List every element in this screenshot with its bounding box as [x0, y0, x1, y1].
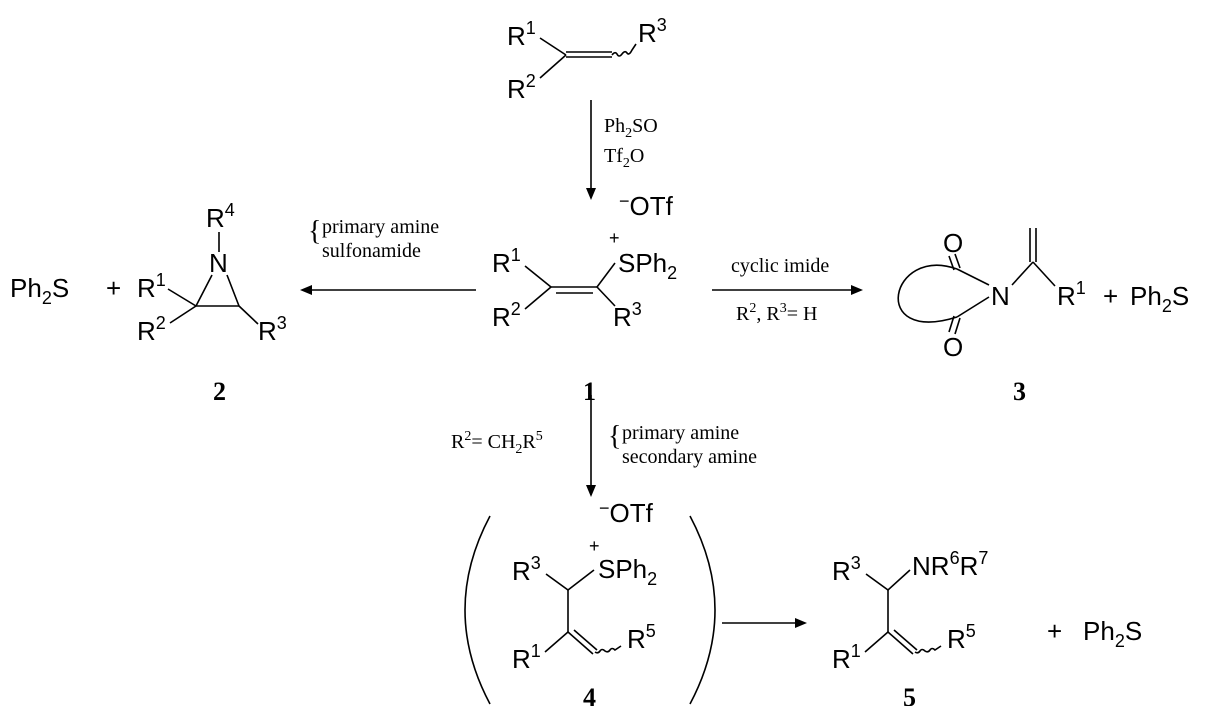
label-r3: R3: [512, 553, 541, 586]
label-r4: R4: [206, 200, 235, 233]
reagent-sulfonamide: sulfonamide: [322, 240, 421, 262]
reagent-cyclic-imide: cyclic imide: [731, 255, 829, 277]
bond: [887, 569, 911, 591]
condition-r2-r3-h: R2, R3= H: [736, 301, 817, 325]
label-r1: R1: [832, 641, 861, 674]
ph2s-byproduct: Ph2S: [10, 273, 69, 308]
wavy-bond: [611, 43, 637, 57]
label-r1: R1: [1057, 278, 1086, 311]
bond: [226, 274, 240, 307]
arrow-step1: Ph2SO Tf2O: [586, 100, 658, 200]
label-sph2: SPh2: [618, 248, 677, 283]
brace: {: [608, 421, 621, 452]
label-r2: R2: [137, 313, 166, 346]
compound-number-1: 1: [583, 377, 596, 406]
bond: [954, 253, 961, 269]
reagent-primary-amine: primary amine: [322, 216, 439, 238]
compound-number-3: 3: [1013, 377, 1026, 406]
wavy-bond: [914, 645, 942, 654]
bond: [956, 296, 990, 318]
bond: [545, 573, 569, 591]
label-r1: R1: [137, 270, 166, 303]
bond: [1011, 261, 1034, 286]
compound-3: O O N R1 + Ph2S 3: [897, 228, 1189, 406]
s-plus: +: [589, 536, 600, 556]
bond: [864, 631, 889, 653]
label-sph2: SPh2: [598, 554, 657, 589]
bracket-left: [464, 515, 491, 705]
compound-number-2: 2: [213, 377, 226, 406]
bond: [1032, 261, 1056, 287]
reagent-ph2so: Ph2SO: [604, 115, 658, 141]
bond: [238, 305, 259, 325]
bond: [887, 631, 914, 655]
compound-number-4: 4: [583, 683, 596, 706]
compound-2: Ph2S + R4 N R1 R2 R3 2: [10, 200, 287, 406]
reagent-primary-amine: primary amine: [622, 422, 739, 444]
label-r2: R2: [492, 299, 521, 332]
bond: [567, 569, 595, 591]
label-o-bottom: O: [943, 332, 963, 362]
label-r3: R3: [613, 299, 642, 332]
bond: [567, 631, 594, 655]
label-n: N: [209, 248, 228, 278]
condition-r2-ch2r5: R2= CH2R5: [451, 429, 543, 457]
reagent-secondary-amine: secondary amine: [622, 446, 757, 468]
arrow-right: cyclic imide R2, R3= H: [712, 255, 863, 325]
brace: {: [308, 216, 321, 247]
label-r1: R1: [512, 641, 541, 674]
label-n: N: [991, 281, 1010, 311]
starting-alkene: R1 R2 R3: [507, 15, 667, 104]
plus-sign: +: [1047, 616, 1062, 646]
s-plus: +: [609, 228, 620, 248]
otf-minus: −OTf: [599, 498, 654, 528]
bond: [524, 265, 552, 288]
plus-sign: +: [1103, 281, 1118, 311]
ph2s-byproduct: Ph2S: [1083, 616, 1142, 651]
bond: [167, 288, 197, 307]
ph2s-byproduct: Ph2S: [1130, 281, 1189, 316]
bond: [544, 631, 569, 653]
bond: [865, 573, 889, 591]
wavy-bond: [594, 645, 622, 654]
ring-arc: [897, 264, 958, 323]
label-o-top: O: [943, 228, 963, 258]
bond: [539, 37, 567, 56]
plus-sign: +: [106, 273, 121, 303]
bond: [596, 286, 616, 307]
label-r2: R2: [507, 71, 536, 104]
label-r5: R5: [627, 621, 656, 654]
bond: [956, 268, 990, 286]
label-r1: R1: [507, 18, 536, 51]
bond: [169, 305, 197, 324]
label-r5: R5: [947, 621, 976, 654]
arrow-left: { primary amine sulfonamide: [300, 216, 476, 295]
label-r3: R3: [832, 553, 861, 586]
compound-4: −OTf + SPh2 R3 R1 R5 4: [464, 498, 716, 706]
arrow-4-to-5: [722, 618, 807, 628]
otf-minus: −OTf: [619, 191, 674, 221]
label-nr6r7: NR6R7: [912, 548, 988, 581]
bond: [524, 286, 552, 310]
bond: [573, 629, 598, 651]
bond: [596, 262, 616, 288]
compound-5: R3 NR6R7 R1 R5 + Ph2S 5: [832, 548, 1142, 706]
bond: [954, 317, 961, 335]
compound-number-5: 5: [903, 683, 916, 706]
bond: [195, 274, 213, 307]
label-r3: R3: [258, 313, 287, 346]
bracket-right: [689, 515, 716, 705]
label-r1: R1: [492, 245, 521, 278]
bond: [539, 54, 567, 79]
label-r3: R3: [638, 15, 667, 48]
compound-1: −OTf + SPh2 R1 R2 R3 1: [492, 191, 677, 406]
reagent-tf2o: Tf2O: [604, 145, 644, 171]
arrow-step-down: R2= CH2R5 { primary amine secondary amin…: [451, 395, 757, 497]
bond: [893, 629, 918, 651]
